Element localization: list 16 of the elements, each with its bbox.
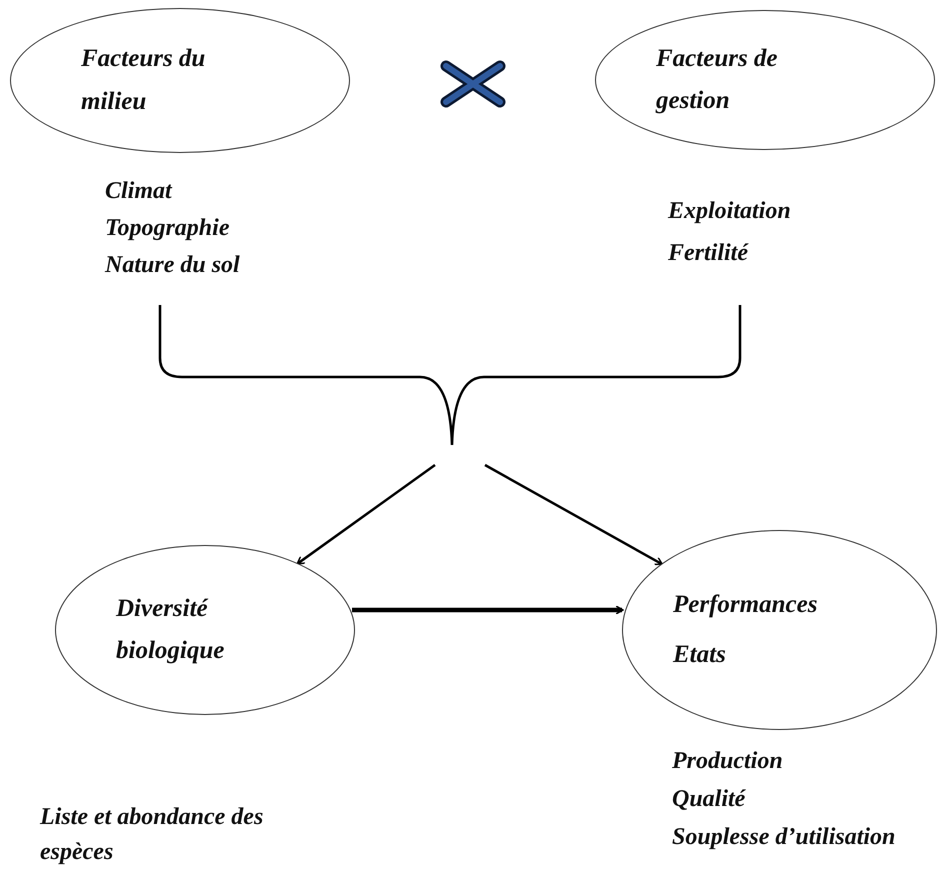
list-item: Nature du sol	[105, 252, 240, 279]
list-item: Souplesse d’utilisation	[672, 824, 896, 851]
node-label: Performances	[673, 590, 818, 620]
node-label: Facteurs du milieu	[81, 44, 206, 116]
list-item: Qualité	[672, 786, 746, 813]
list-item: Climat	[105, 178, 172, 205]
arrow	[352, 605, 624, 615]
node-label: Facteurs de gestion	[656, 44, 779, 116]
list-item: Fertilité	[668, 240, 748, 267]
list-item: Exploitation	[668, 198, 791, 225]
list-item: Topographie	[105, 215, 230, 242]
note-text: Liste et abondance des espèces	[40, 803, 264, 867]
list-item: Production	[672, 748, 783, 775]
arrow	[296, 464, 436, 565]
node-label: Etats	[673, 640, 726, 670]
node-label: Diversité biologique	[116, 594, 226, 666]
